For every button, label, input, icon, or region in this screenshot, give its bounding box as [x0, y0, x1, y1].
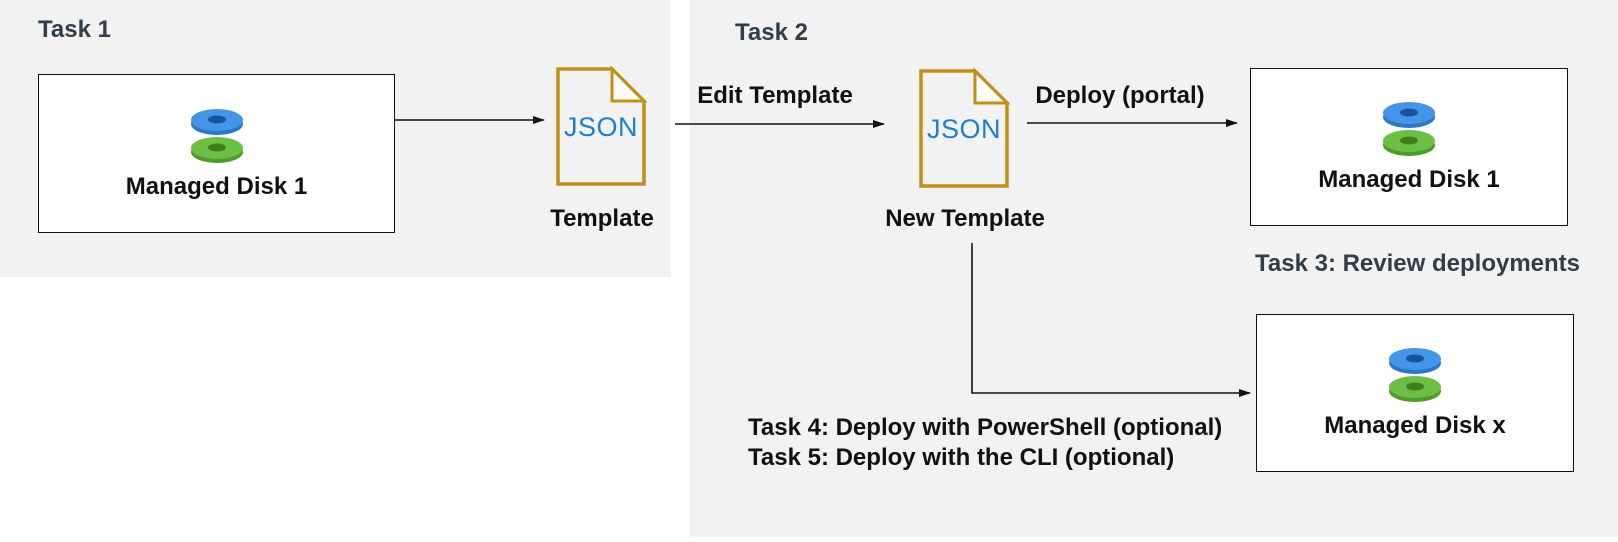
managed-disk-1-deployed-label: Managed Disk 1	[1318, 166, 1500, 193]
json-file-text: JSON	[927, 114, 1001, 144]
task4-note-line: Task 4: Deploy with PowerShell (optional…	[748, 414, 1223, 441]
json-file-outline	[919, 69, 1009, 188]
managed-disk-1-source-label: Managed Disk 1	[125, 172, 308, 200]
json-file-icon: JSON	[919, 67, 1011, 188]
task3-heading: Task 3: Review deployments	[1255, 250, 1581, 277]
managed-disk-1-source-box: Managed Disk 1	[38, 74, 395, 233]
json-file-fold-corner	[610, 65, 648, 103]
managed-disk-icon	[1383, 102, 1435, 156]
task2-heading: Task 2	[735, 19, 808, 46]
new-template-label: New Template	[885, 205, 1045, 232]
managed-disk-x-deployed-box: Managed Disk x	[1256, 314, 1574, 472]
task1-heading: Task 1	[38, 16, 111, 43]
json-file-icon: JSON	[556, 65, 648, 186]
task5-note-line: Task 5: Deploy with the CLI (optional)	[748, 444, 1175, 471]
managed-disk-icon	[1389, 348, 1441, 402]
managed-disk-x-deployed-label: Managed Disk x	[1324, 412, 1506, 439]
json-file-fold-corner	[973, 67, 1011, 105]
deploy-portal-edge-label: Deploy (portal)	[1035, 82, 1205, 109]
template-label: Template	[550, 205, 654, 232]
managed-disk-icon	[190, 108, 243, 163]
task4-task5-note: Task 4: Deploy with PowerShell (optional…	[748, 413, 1222, 473]
edit-template-edge-label: Edit Template	[697, 82, 853, 109]
json-file-outline	[556, 67, 646, 186]
json-file-text: JSON	[564, 112, 638, 142]
managed-disk-1-deployed-box: Managed Disk 1	[1250, 68, 1568, 226]
